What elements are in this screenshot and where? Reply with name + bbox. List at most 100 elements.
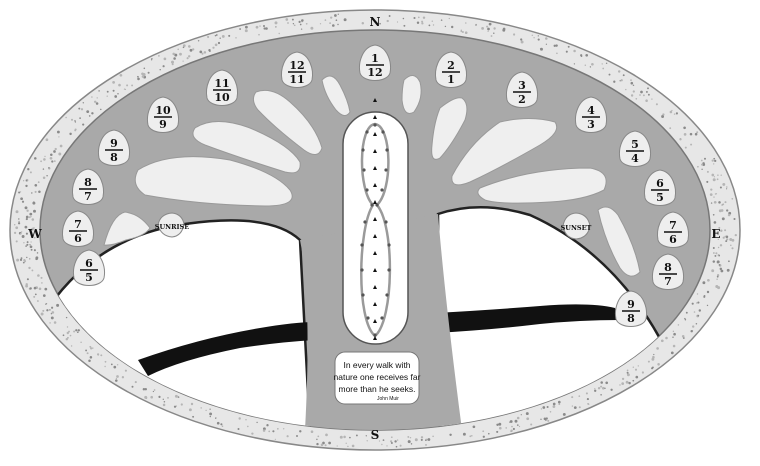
gravel-speck <box>126 84 129 87</box>
gravel-speck <box>716 260 720 264</box>
gravel-speck <box>425 443 427 446</box>
gravel-speck <box>620 79 623 82</box>
gravel-speck <box>255 25 259 29</box>
gravel-speck <box>482 430 485 433</box>
gravel-speck <box>571 396 574 399</box>
gravel-speck <box>421 20 424 23</box>
hour-marker-bottom: 3 <box>587 118 595 131</box>
gravel-speck <box>651 366 654 369</box>
gravel-speck <box>144 395 148 399</box>
gravel-speck <box>621 377 625 381</box>
hour-marker: 21 <box>435 51 467 88</box>
quote-author: John Muir <box>377 396 399 402</box>
gravel-speck <box>324 444 327 447</box>
gravel-speck <box>182 44 186 47</box>
gravel-speck <box>13 231 17 235</box>
gravel-speck <box>25 184 28 188</box>
gravel-speck <box>718 254 721 257</box>
gravel-speck <box>70 118 74 121</box>
stream-right <box>435 304 620 333</box>
gravel-speck <box>62 334 65 337</box>
gravel-speck <box>150 395 154 399</box>
gravel-speck <box>192 415 195 418</box>
gravel-speck <box>509 420 513 423</box>
gravel-speck <box>343 435 346 439</box>
hour-marker-top: 8 <box>664 261 672 274</box>
gravel-speck <box>365 435 367 437</box>
gravel-speck <box>134 381 137 384</box>
hour-marker-shape <box>575 96 607 133</box>
gravel-speck <box>573 406 577 409</box>
gravel-speck <box>207 35 210 39</box>
gravel-speck <box>215 417 217 419</box>
gravel-speck <box>520 40 524 44</box>
axis-marker <box>373 302 377 306</box>
gravel-speck <box>82 123 85 126</box>
gravel-speck <box>394 440 397 443</box>
gravel-speck <box>18 191 21 194</box>
gravel-speck <box>625 380 629 384</box>
analemma-dot <box>387 268 391 272</box>
gravel-speck <box>665 336 668 340</box>
gravel-speck <box>645 99 648 102</box>
gravel-speck <box>724 229 727 232</box>
gravel-speck <box>557 400 561 404</box>
gravel-speck <box>209 415 211 418</box>
gravel-speck <box>661 115 665 118</box>
gravel-speck <box>472 425 476 429</box>
gravel-speck <box>626 369 629 372</box>
gravel-speck <box>163 401 166 403</box>
gravel-speck <box>414 438 418 442</box>
quote-line-3: more than he seeks. <box>338 384 415 394</box>
gravel-speck <box>655 103 658 106</box>
gravel-speck <box>731 238 735 242</box>
gravel-speck <box>713 252 715 254</box>
gravel-speck <box>143 67 146 70</box>
gravel-speck <box>718 201 721 204</box>
hour-marker: 98 <box>98 129 130 166</box>
analemma-dot <box>361 293 365 297</box>
gravel-speck <box>40 160 42 163</box>
gravel-speck <box>389 440 393 443</box>
hour-marker: 98 <box>615 290 647 327</box>
gravel-speck <box>131 84 134 87</box>
gravel-speck <box>722 236 725 239</box>
gravel-speck <box>520 38 523 41</box>
gravel-speck <box>465 22 467 24</box>
gravel-speck <box>660 339 664 343</box>
gravel-speck <box>310 26 314 30</box>
sunrise-marker: SUNRISE <box>155 212 189 238</box>
gravel-speck <box>600 381 603 384</box>
gravel-speck <box>720 229 723 232</box>
hour-marker-shape <box>73 249 105 286</box>
hour-marker-top: 8 <box>84 176 92 189</box>
quote-line-2: nature one receives far <box>334 372 421 382</box>
gravel-speck <box>65 316 68 319</box>
hour-marker-bottom: 7 <box>84 190 92 203</box>
gravel-speck <box>632 90 635 93</box>
hour-marker-bottom: 10 <box>214 91 230 104</box>
gravel-speck <box>50 316 54 320</box>
gravel-speck <box>402 17 405 20</box>
gravel-speck <box>162 65 165 68</box>
gravel-speck <box>68 330 70 333</box>
hour-marker-top: 2 <box>447 59 455 72</box>
gravel-speck <box>142 387 146 391</box>
gravel-speck <box>487 30 489 32</box>
gravel-speck <box>216 421 220 425</box>
gravel-speck <box>42 168 45 170</box>
gravel-speck <box>726 268 730 272</box>
hour-marker-top: 6 <box>85 257 93 270</box>
gravel-speck <box>17 222 21 225</box>
gravel-speck <box>630 79 632 81</box>
gravel-speck <box>640 90 643 94</box>
gravel-speck <box>23 259 26 262</box>
gravel-speck <box>729 238 733 241</box>
gravel-speck <box>237 427 240 431</box>
gravel-speck <box>151 57 153 60</box>
gravel-speck <box>716 275 719 278</box>
gravel-speck <box>28 216 31 219</box>
gravel-speck <box>31 269 34 272</box>
